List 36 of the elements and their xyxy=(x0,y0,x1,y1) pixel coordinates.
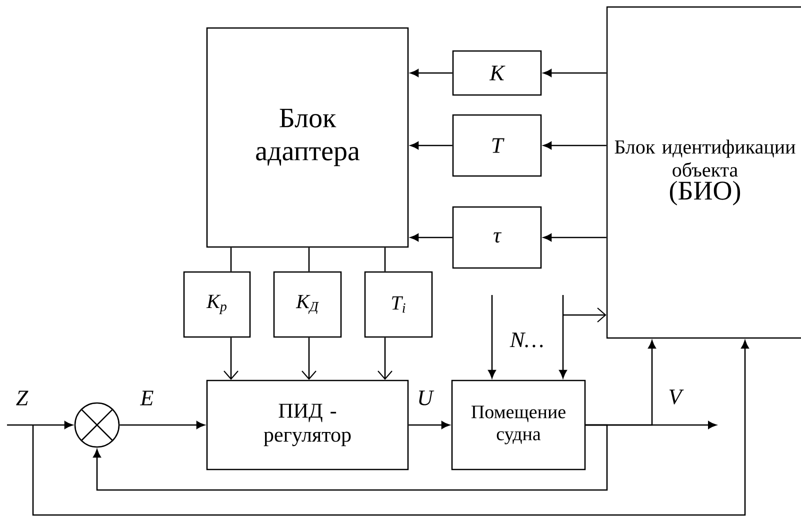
arrow xyxy=(32,340,749,516)
coefficient-box: K$_{Д}$ xyxy=(273,271,342,338)
arrow xyxy=(543,234,606,242)
plant-box: Помещение судна xyxy=(451,380,586,470)
parameter-box: T xyxy=(452,114,542,177)
arrow xyxy=(224,338,238,380)
arrow xyxy=(563,308,606,322)
arrow xyxy=(93,424,608,491)
arrow xyxy=(408,421,450,429)
signal-label: Z xyxy=(16,390,28,406)
signal-label: U xyxy=(419,390,434,406)
signal-label: E xyxy=(140,390,154,406)
arrow xyxy=(410,142,452,150)
signal-label: V xyxy=(669,390,684,404)
coefficient-box: T$_{i}$ xyxy=(364,271,433,338)
arrow xyxy=(302,338,316,380)
arrow xyxy=(410,69,452,77)
signal-label: N… xyxy=(510,332,543,348)
arrow xyxy=(543,69,606,77)
arrow xyxy=(378,338,392,380)
summing-junction xyxy=(74,402,120,448)
parameter-box: τ xyxy=(452,206,542,269)
arrow xyxy=(543,142,606,150)
arrow xyxy=(120,421,205,429)
connector-line xyxy=(308,248,310,272)
connector-line xyxy=(230,248,232,272)
identification-block: Блок идентификации объекта (БИО) xyxy=(606,6,801,339)
connector-line xyxy=(384,248,386,272)
arrow xyxy=(7,421,73,429)
adapter-block: Блок адаптера xyxy=(206,27,409,248)
arrow xyxy=(488,295,496,378)
parameter-box: K xyxy=(452,50,542,96)
arrow xyxy=(559,295,567,378)
arrow xyxy=(410,234,452,242)
coefficient-box: K$_{p}$ xyxy=(183,271,251,338)
pid-controller-box: ПИД - регулятор xyxy=(206,380,409,470)
